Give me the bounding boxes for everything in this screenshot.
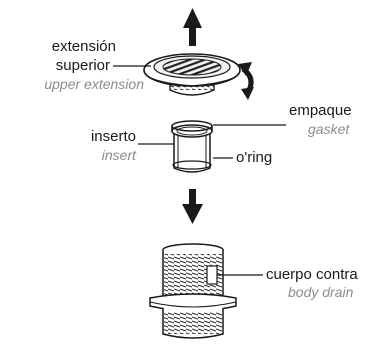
upper-extension-label-es-1: extensión xyxy=(51,38,116,55)
gasket-label-en: gasket xyxy=(308,121,350,137)
body-drain-label-es: cuerpo contra xyxy=(266,266,358,283)
rotate-arrow-icon xyxy=(238,62,254,100)
upper-extension-label-es-2: superior xyxy=(55,57,110,74)
insert-label-es: inserto xyxy=(90,128,136,145)
oring-label-es: o'ring xyxy=(236,149,273,166)
insert-label-en: insert xyxy=(101,147,136,163)
leader-lines xyxy=(113,65,286,276)
gasket-label-es: empaque xyxy=(289,102,352,119)
up-arrow-icon xyxy=(183,8,202,46)
down-arrow-icon xyxy=(182,189,203,224)
upper-extension-label-en: upper extension xyxy=(44,76,144,92)
insert-part xyxy=(171,120,213,173)
upper-extension-part xyxy=(143,53,241,96)
body-drain-label-en: body drain xyxy=(288,284,354,300)
body-drain-part xyxy=(149,243,237,339)
